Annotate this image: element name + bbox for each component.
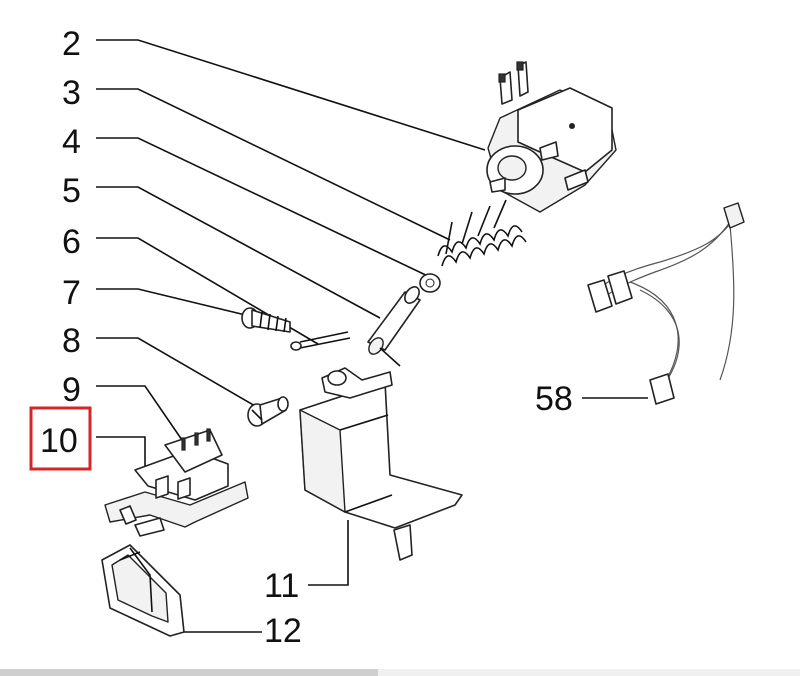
label-part-10[interactable]: 10: [40, 422, 78, 460]
label-part-58[interactable]: 58: [535, 380, 573, 418]
part-9-10-switch-assembly: [104, 428, 249, 537]
bottom-scroll-strip: [0, 669, 800, 676]
label-part-9[interactable]: 9: [62, 371, 81, 409]
leader-line-10: [96, 436, 146, 478]
leader-line-3: [96, 88, 451, 241]
bottom-strip-dark-segment: [0, 669, 378, 676]
leader-line-4: [96, 137, 433, 279]
leader-line-7: [96, 288, 259, 319]
leader-lines: [96, 39, 648, 633]
part-4-clip-ring: [419, 273, 441, 293]
part-58-wiring-harness: [587, 202, 745, 405]
part-5-plunger: [367, 286, 421, 367]
part-7-screw: [241, 307, 291, 333]
label-part-8[interactable]: 8: [62, 322, 81, 360]
leader-line-5: [96, 186, 381, 319]
leader-line-2: [96, 39, 486, 151]
label-part-5[interactable]: 5: [62, 172, 81, 210]
part-3-spring: [437, 199, 527, 267]
label-part-2[interactable]: 2: [62, 25, 81, 63]
label-part-11[interactable]: 11: [264, 567, 299, 605]
leader-line-8: [96, 337, 263, 411]
label-part-3[interactable]: 3: [62, 74, 81, 112]
part-12-lever: [101, 544, 185, 637]
part-8-bolt: [247, 396, 289, 427]
label-part-7[interactable]: 7: [62, 274, 81, 312]
leader-line-9: [96, 385, 183, 441]
leader-line-6: [96, 237, 319, 345]
part-2-solenoid-coil: [486, 61, 617, 213]
highlight-box-part-10: [29, 406, 92, 471]
label-part-4[interactable]: 4: [62, 123, 81, 161]
label-part-6[interactable]: 6: [62, 223, 81, 261]
part-6-pin: [290, 331, 351, 351]
part-11-bracket: [299, 367, 463, 561]
label-part-12[interactable]: 12: [264, 612, 302, 650]
bottom-strip-light-segment: [378, 669, 800, 676]
leader-line-11: [308, 520, 349, 586]
